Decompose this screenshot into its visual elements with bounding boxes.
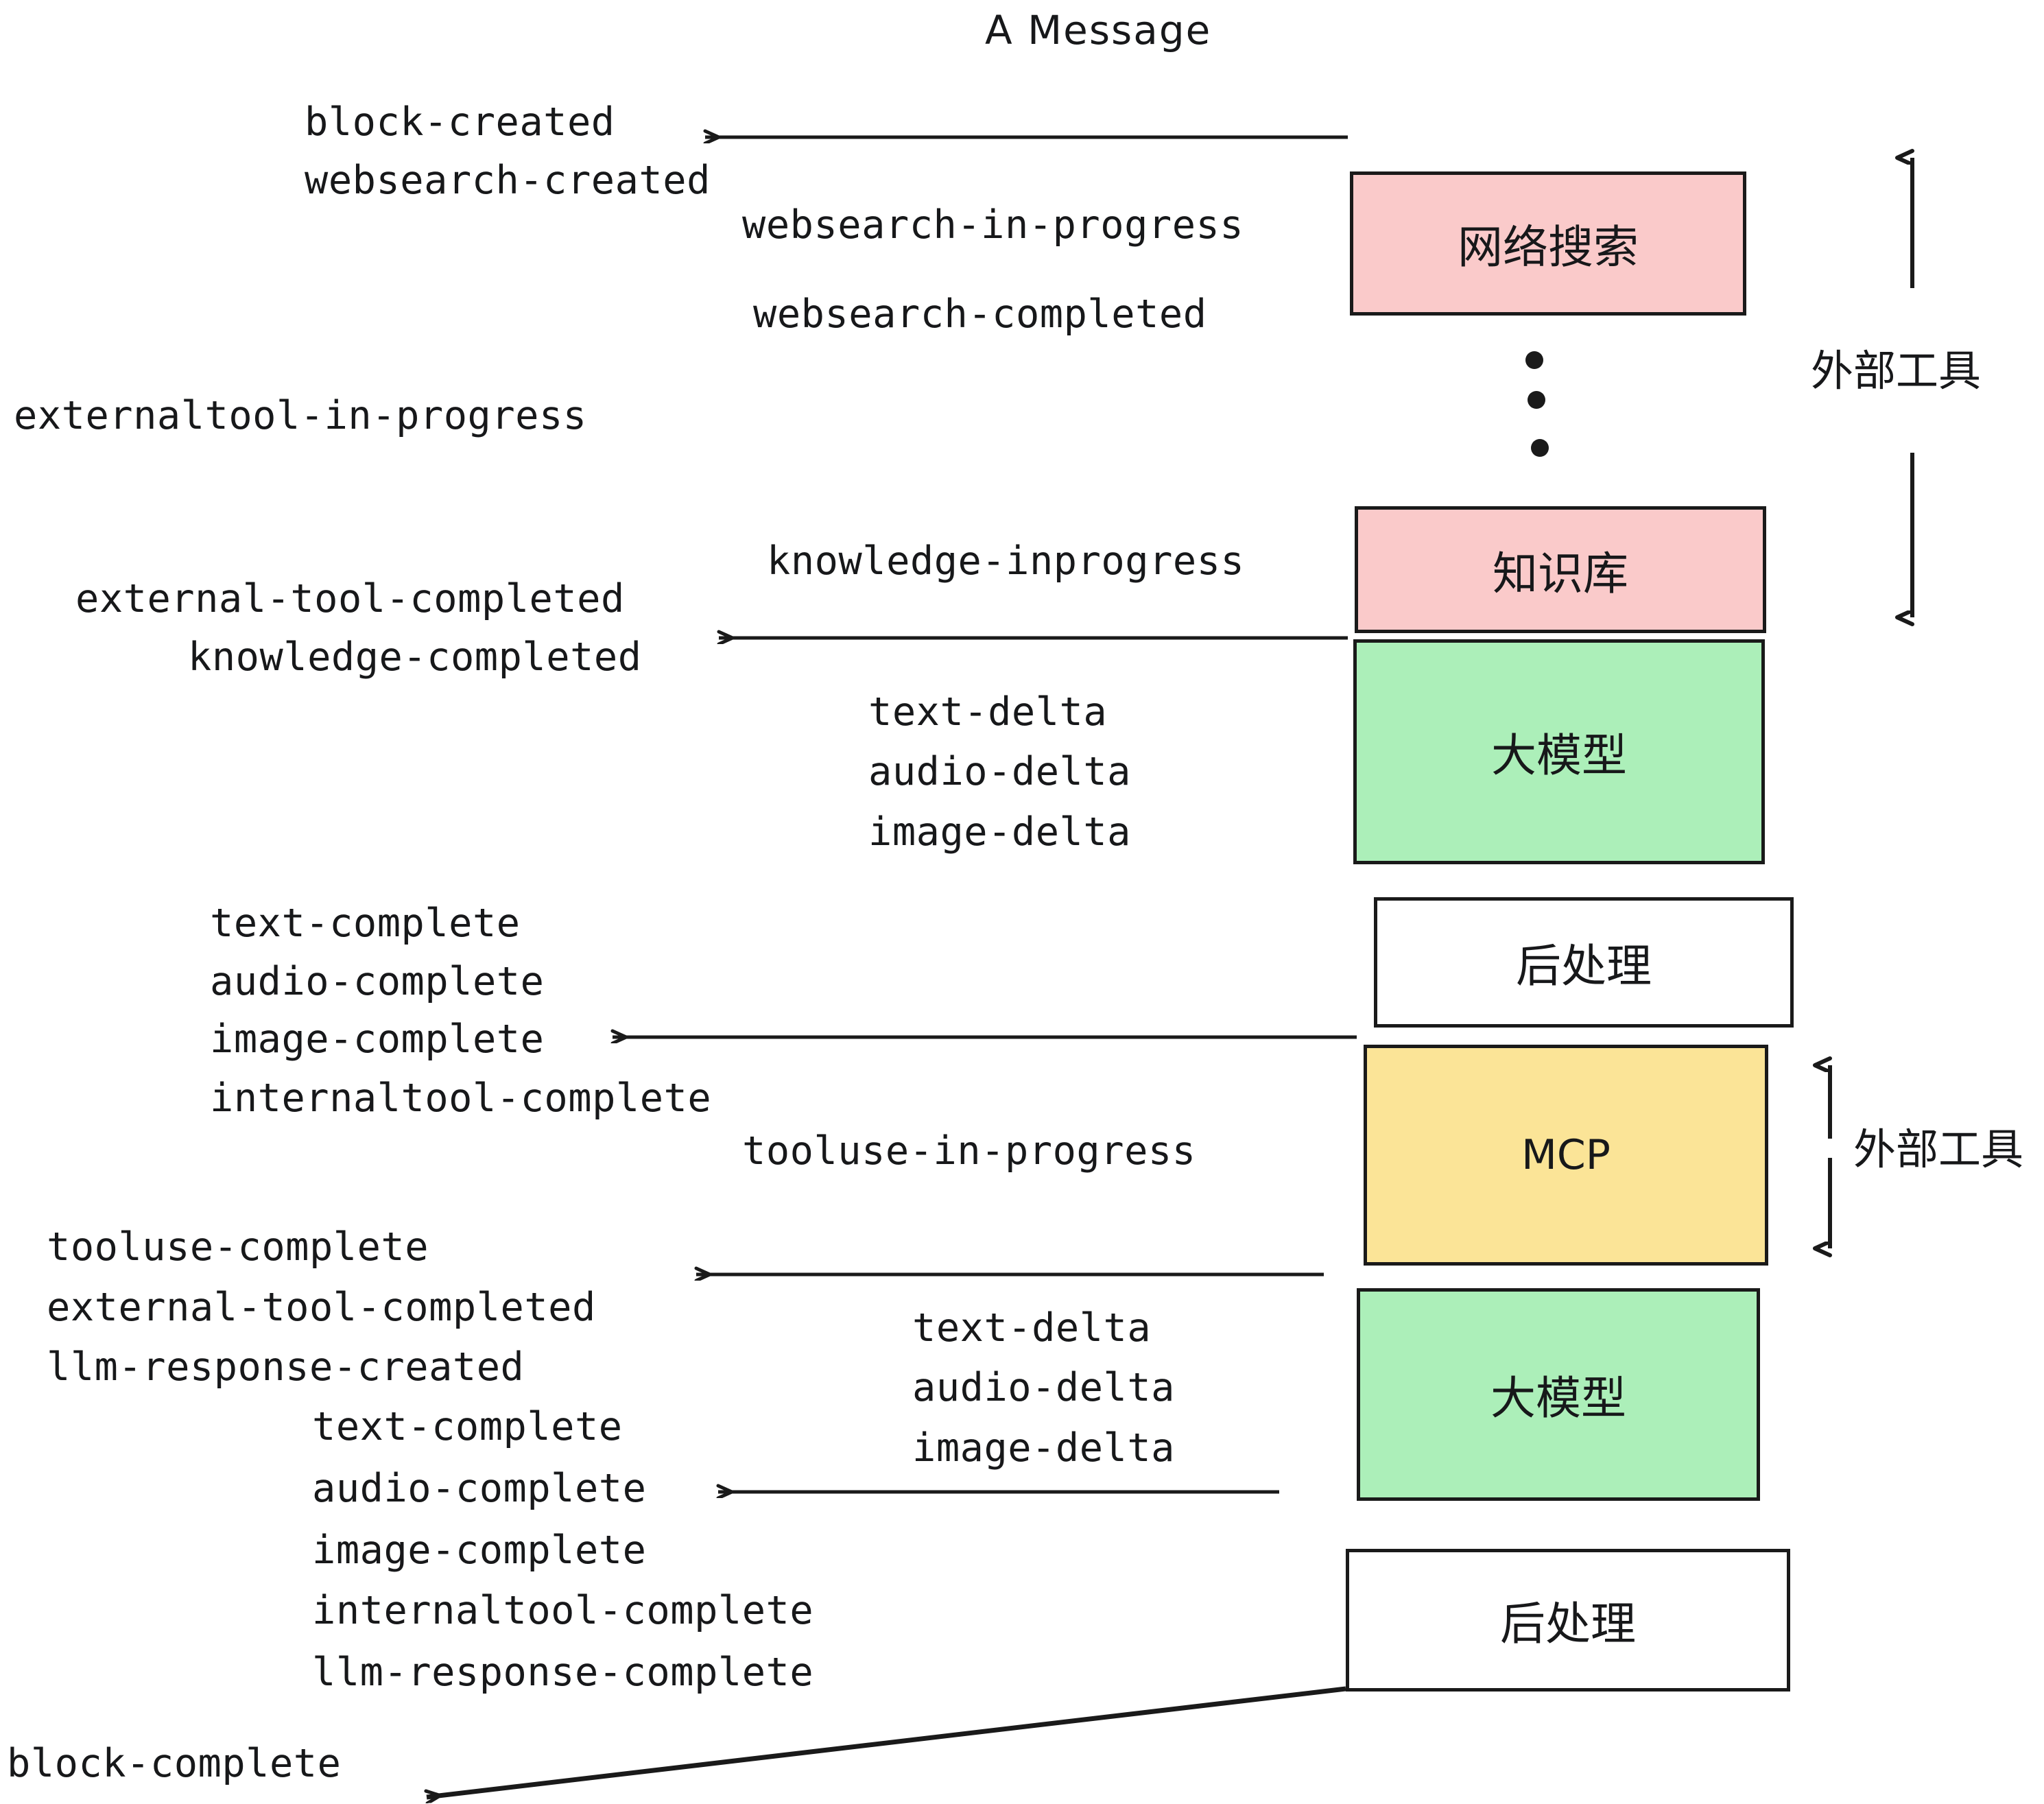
node-llm-1[interactable]: 大模型 xyxy=(1353,639,1765,864)
event-block-complete: block-complete xyxy=(7,1741,342,1786)
node-llm-2-label: 大模型 xyxy=(1490,1372,1626,1425)
event-websearch-created: websearch-created xyxy=(305,158,711,203)
node-knowledge-label: 知识库 xyxy=(1493,547,1628,600)
node-mcp-label: MCP xyxy=(1521,1131,1611,1179)
event-text-delta-2: text-delta xyxy=(912,1305,1152,1351)
event-text-complete-1: text-complete xyxy=(210,901,521,946)
node-postprocess-1[interactable]: 后处理 xyxy=(1374,897,1794,1028)
event-llm-response-created: llm-response-created xyxy=(47,1344,525,1390)
node-postprocess-2-label: 后处理 xyxy=(1500,1598,1636,1650)
arrow-block-complete xyxy=(427,1686,1346,1797)
event-audio-delta-1: audio-delta xyxy=(868,749,1131,794)
node-knowledge[interactable]: 知识库 xyxy=(1355,506,1766,633)
node-llm-2[interactable]: 大模型 xyxy=(1357,1288,1760,1501)
diagram-title: A Message xyxy=(985,7,1212,54)
ellipsis-dot-1 xyxy=(1525,351,1543,369)
ellipsis-dot-3 xyxy=(1531,439,1549,457)
event-text-complete-2: text-complete xyxy=(312,1404,623,1449)
event-image-delta-1: image-delta xyxy=(868,809,1131,855)
node-websearch[interactable]: 网络搜索 xyxy=(1350,171,1746,316)
event-tooluse-complete: tooluse-complete xyxy=(47,1224,429,1270)
event-knowledge-completed: knowledge-completed xyxy=(188,634,642,680)
event-internaltool-complete-2: internaltool-complete xyxy=(312,1588,814,1633)
event-block-created: block-created xyxy=(305,99,615,145)
event-external-tool-completed-1: external-tool-completed xyxy=(75,576,625,621)
node-postprocess-2[interactable]: 后处理 xyxy=(1346,1549,1790,1692)
event-image-complete-1: image-complete xyxy=(210,1017,545,1062)
event-image-delta-2: image-delta xyxy=(912,1425,1175,1471)
event-audio-delta-2: audio-delta xyxy=(912,1365,1175,1410)
node-postprocess-1-label: 后处理 xyxy=(1516,940,1652,993)
node-mcp[interactable]: MCP xyxy=(1364,1045,1768,1266)
event-tooluse-in-progress: tooluse-in-progress xyxy=(742,1128,1196,1174)
event-knowledge-inprogress: knowledge-inprogress xyxy=(767,538,1245,584)
node-websearch-label: 网络搜索 xyxy=(1458,221,1639,274)
event-internaltool-complete-1: internaltool-complete xyxy=(210,1076,712,1121)
event-text-delta-1: text-delta xyxy=(868,689,1108,735)
event-image-complete-2: image-complete xyxy=(312,1528,647,1573)
node-llm-1-label: 大模型 xyxy=(1491,729,1627,782)
label-external-tools-bottom: 外部工具 xyxy=(1853,1124,2024,1174)
event-websearch-completed: websearch-completed xyxy=(753,292,1207,337)
event-websearch-in-progress: websearch-in-progress xyxy=(742,202,1244,248)
event-audio-complete-2: audio-complete xyxy=(312,1466,647,1511)
event-llm-response-complete: llm-response-complete xyxy=(312,1650,814,1695)
event-external-tool-completed-2: external-tool-completed xyxy=(47,1285,596,1330)
event-audio-complete-1: audio-complete xyxy=(210,959,545,1004)
ellipsis-dot-2 xyxy=(1528,391,1545,409)
label-external-tools-top: 外部工具 xyxy=(1811,346,1982,396)
event-externaltool-in-progress: externaltool-in-progress xyxy=(14,393,587,438)
